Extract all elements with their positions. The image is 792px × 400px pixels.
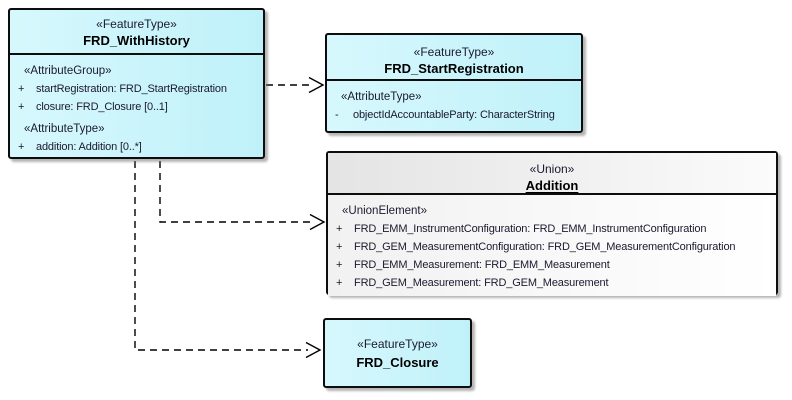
union-element-row[interactable]: + FRD_EMM_Measurement: FRD_EMM_Measureme…	[328, 256, 776, 274]
union-element-row[interactable]: + FRD_GEM_Measurement: FRD_GEM_Measureme…	[328, 274, 776, 292]
class-frd-withhistory[interactable]: «FeatureType» FRD_WithHistory «Attribute…	[8, 8, 265, 159]
attribute-row[interactable]: + addition: Addition [0..*]	[10, 138, 263, 156]
class-name: FRD_Closure	[356, 354, 439, 370]
dependency-arrow-startregistration[interactable]	[266, 76, 325, 94]
union-element-text: FRD_GEM_MeasurementConfiguration: FRD_GE…	[354, 241, 736, 253]
class-frd-startregistration[interactable]: «FeatureType» FRD_StartRegistration «Att…	[325, 33, 583, 133]
union-element-text: FRD_EMM_InstrumentConfiguration: FRD_EMM…	[354, 223, 707, 235]
visibility-marker: +	[336, 259, 343, 271]
class-stereotype: «FeatureType»	[357, 336, 438, 351]
class-stereotype: «FeatureType»	[96, 17, 177, 31]
section-heading: «AttributeGroup»	[24, 65, 112, 77]
visibility-marker: +	[336, 277, 343, 289]
visibility-marker: +	[18, 141, 25, 153]
dependency-arrow-addition[interactable]	[159, 161, 326, 231]
union-element-text: FRD_EMM_Measurement: FRD_EMM_Measurement	[354, 259, 610, 271]
class-stereotype: «FeatureType»	[413, 45, 495, 59]
section-heading: «UnionElement»	[342, 205, 428, 217]
attribute-row[interactable]: + closure: FRD_Closure [0..1]	[10, 98, 263, 116]
class-addition[interactable]: «Union» Addition «UnionElement» + FRD_EM…	[326, 151, 778, 296]
attribute-text: objectIdAccountableParty: CharacterStrin…	[353, 109, 555, 121]
section-heading: «AttributeType»	[24, 123, 105, 135]
class-name: Addition	[525, 178, 579, 193]
visibility-marker: +	[18, 83, 25, 95]
class-name: FRD_StartRegistration	[384, 61, 524, 76]
visibility-marker: +	[336, 223, 343, 235]
visibility-marker: +	[18, 101, 25, 113]
class-frd-closure[interactable]: «FeatureType» FRD_Closure	[323, 318, 472, 388]
visibility-marker: -	[335, 109, 339, 121]
union-element-text: FRD_GEM_Measurement: FRD_GEM_Measurement	[354, 277, 609, 289]
class-stereotype: «Union»	[529, 162, 575, 176]
union-element-row[interactable]: + FRD_EMM_InstrumentConfiguration: FRD_E…	[328, 220, 776, 238]
attribute-text: addition: Addition [0..*]	[36, 141, 142, 153]
section-heading: «AttributeType»	[341, 91, 422, 103]
dependency-arrow-closure[interactable]	[134, 161, 322, 359]
visibility-marker: +	[336, 241, 343, 253]
attribute-text: startRegistration: FRD_StartRegistration	[36, 83, 227, 95]
class-name: FRD_WithHistory	[83, 33, 190, 48]
attribute-text: closure: FRD_Closure [0..1]	[36, 101, 168, 113]
attribute-row[interactable]: - objectIdAccountableParty: CharacterStr…	[327, 106, 581, 124]
attribute-row[interactable]: + startRegistration: FRD_StartRegistrati…	[10, 80, 263, 98]
union-element-row[interactable]: + FRD_GEM_MeasurementConfiguration: FRD_…	[328, 238, 776, 256]
